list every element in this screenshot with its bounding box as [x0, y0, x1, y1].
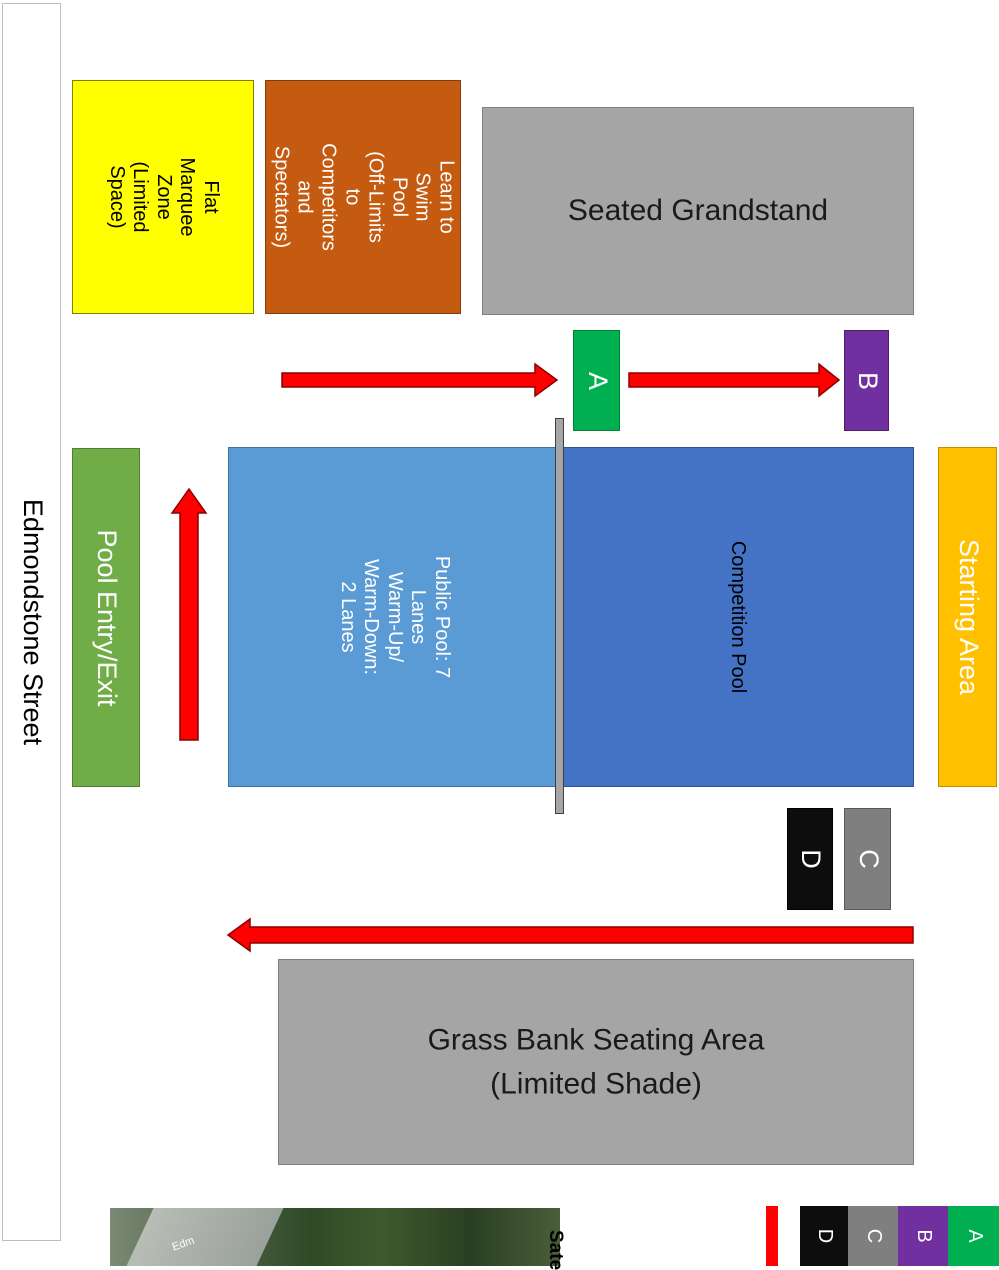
arrow-up-to-entry-icon [170, 487, 208, 741]
marker-c: C [844, 808, 891, 910]
seated-grandstand-label: Seated Grandstand [567, 194, 829, 227]
legend-d-label: D [813, 1228, 836, 1244]
flat-marquee-label: Flat Marquee Zone (Limited Space) [105, 157, 222, 237]
legend-a: A [948, 1206, 999, 1266]
flat-marquee-zone: Flat Marquee Zone (Limited Space) [72, 80, 254, 314]
satellite-image: Edm [110, 1208, 560, 1266]
pool-entry-exit: Pool Entry/Exit [72, 448, 140, 787]
legend-b-label: B [912, 1229, 935, 1243]
starting-area-label: Starting Area [953, 538, 984, 696]
marker-d: D [787, 808, 833, 910]
arrow-right-to-a-icon [281, 362, 559, 398]
street-label: Edmondstone Street [17, 498, 48, 746]
learn-to-swim-pool: Learn to Swim Pool (Off-Limits to Compet… [265, 80, 461, 314]
legend-d: D [800, 1206, 848, 1266]
legend-c: C [848, 1206, 898, 1266]
pool-entry-exit-label: Pool Entry/Exit [91, 528, 122, 707]
public-pool-label: Public Pool: 7 Lanes Warm-Up/ Warm-Down:… [336, 555, 453, 679]
learn-to-swim-label: Learn to Swim Pool (Off-Limits to Compet… [270, 143, 458, 251]
public-pool: Public Pool: 7 Lanes Warm-Up/ Warm-Down:… [228, 447, 560, 787]
edmondstone-street: Edmondstone Street [2, 3, 61, 1241]
satellite-heading: Sate [545, 1230, 566, 1270]
seated-grandstand: Seated Grandstand [482, 107, 914, 315]
legend-c-label: C [862, 1228, 885, 1244]
arrow-left-to-exit-icon [226, 917, 914, 953]
legend-b: B [898, 1206, 948, 1266]
grass-bank-seating-area: Grass Bank Seating Area (Limited Shade) [278, 959, 914, 1165]
marker-b-label: B [852, 371, 883, 390]
marker-d-label: D [795, 849, 826, 869]
marker-a-label: A [582, 371, 613, 390]
legend-arrow-sample [766, 1206, 778, 1266]
grass-bank-label: Grass Bank Seating Area (Limited Shade) [427, 1023, 765, 1101]
competition-pool: Competition Pool [560, 447, 914, 787]
legend-a-label: A [963, 1229, 986, 1243]
marker-a: A [573, 330, 620, 431]
marker-c-label: C [853, 849, 884, 869]
competition-pool-label: Competition Pool [726, 540, 749, 694]
starting-area: Starting Area [938, 447, 997, 787]
marker-b: B [844, 330, 889, 431]
pool-divider-boom [555, 418, 564, 814]
arrow-a-to-b-icon [628, 362, 841, 398]
satellite-road [126, 1208, 284, 1266]
